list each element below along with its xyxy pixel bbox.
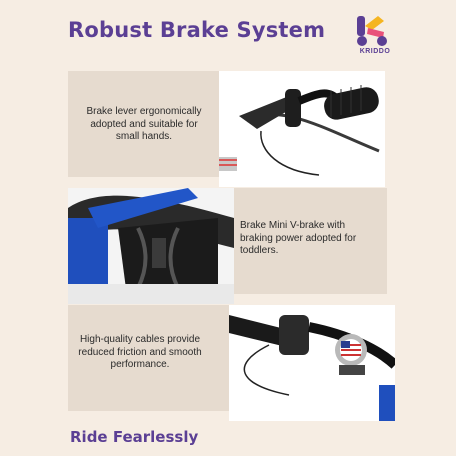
feature-text-vbrake: Brake Mini V-brake with braking power ad…: [240, 220, 357, 256]
bell-icon: [229, 315, 395, 421]
page-title: Robust Brake System: [68, 18, 326, 42]
logo-icon: [357, 16, 387, 46]
feature-text-lever: Brake lever ergonomically adopted and su…: [86, 106, 202, 142]
kriddo-logo: KRIDDO: [350, 12, 400, 60]
footer-tagline: Ride Fearlessly: [70, 428, 199, 446]
brake-lever-icon: [219, 85, 380, 176]
v-brake-photo: [68, 188, 234, 304]
logo-text: KRIDDO: [359, 48, 391, 55]
brake-lever-photo: [219, 71, 385, 187]
v-brake-icon: [68, 188, 234, 304]
cable-bell-photo: [229, 305, 395, 421]
feature-text-cables: High-quality cables provide reduced fric…: [78, 334, 202, 370]
